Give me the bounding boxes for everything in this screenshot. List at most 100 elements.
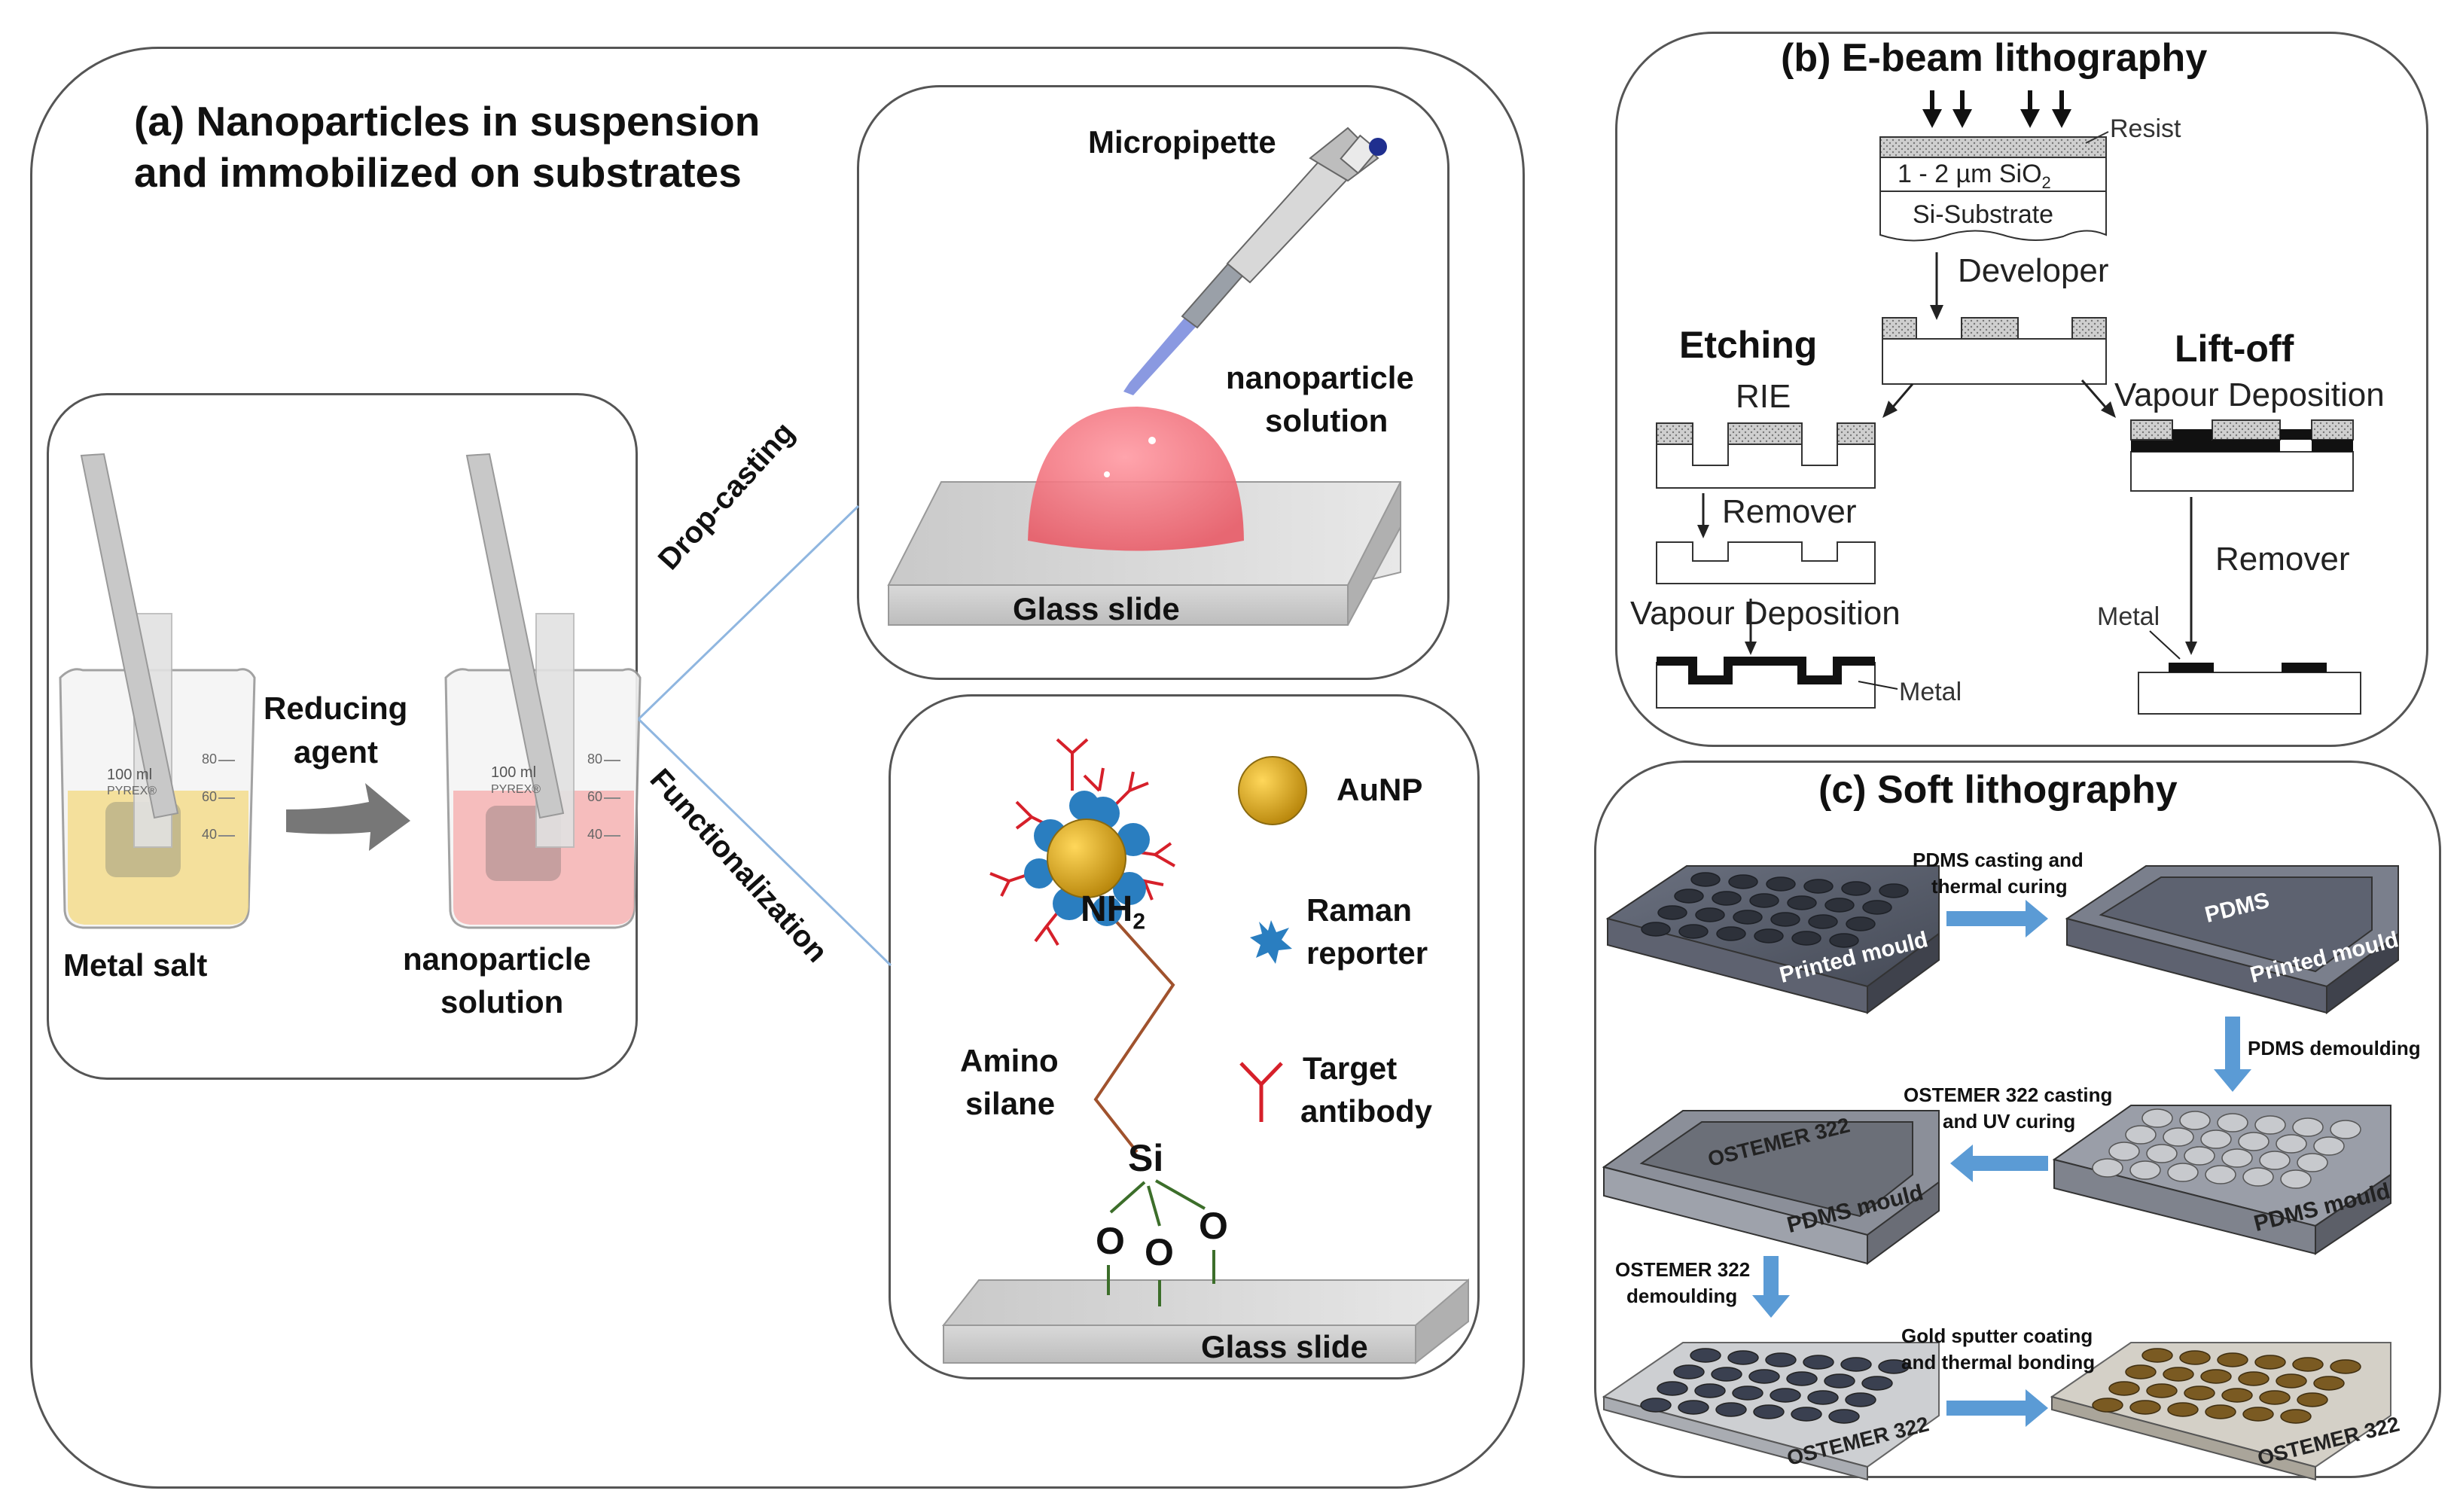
process-arrows xyxy=(1752,900,2251,1427)
mould-feature xyxy=(2125,1125,2157,1145)
mould-feature xyxy=(1753,1404,1785,1419)
mould-feature xyxy=(2238,1371,2269,1386)
mould-feature xyxy=(2280,1169,2312,1189)
mould-feature xyxy=(2141,1108,2173,1128)
mould-feature xyxy=(1733,910,1763,925)
oxygen-label-1: O xyxy=(1096,1220,1125,1262)
mould-feature xyxy=(2297,1392,2328,1407)
mould-feature xyxy=(2179,1350,2211,1365)
amino-silane-linker xyxy=(1093,910,1175,1154)
beaker-mark-60-2: 60 xyxy=(587,789,603,804)
mould-feature xyxy=(2217,1113,2248,1132)
mould-feature xyxy=(1732,1385,1763,1401)
beaker-mark-60-1: 60 xyxy=(202,789,218,804)
mould-feature xyxy=(2221,1388,2253,1403)
reducing-agent-label-2: agent xyxy=(294,734,379,770)
metal-salt-label: Metal salt xyxy=(63,947,208,983)
nanoparticle-drop xyxy=(1028,407,1244,551)
mould-feature xyxy=(2125,1364,2157,1379)
legend-antibody-icon xyxy=(1239,1062,1283,1122)
developer-label: Developer xyxy=(1958,252,2109,289)
mould-feature xyxy=(1695,907,1725,922)
legend-aunp-icon xyxy=(1238,756,1307,825)
gold-nanoparticle xyxy=(1047,818,1126,898)
beaker-brand-1: PYREX® xyxy=(107,785,157,797)
step1-label-2: thermal curing xyxy=(1931,875,2068,898)
mould-feature xyxy=(1840,1357,1872,1372)
liftoff-final-substrate xyxy=(2138,663,2361,715)
metal-salt-beaker xyxy=(59,453,256,929)
mould-feature xyxy=(2167,1402,2199,1417)
mould-hole-patterns xyxy=(1640,872,2361,1424)
panel-b-title: (b) E-beam lithography xyxy=(1781,36,2208,80)
mould-feature xyxy=(2184,1146,2215,1166)
mould-feature xyxy=(2313,1136,2345,1156)
mould-feature xyxy=(2280,1409,2312,1424)
drop-np-label-2: solution xyxy=(1265,403,1389,438)
mould-feature xyxy=(1641,922,1671,937)
mould-feature xyxy=(1712,891,1742,906)
mould-feature xyxy=(1770,912,1800,927)
mould-feature xyxy=(1694,1383,1726,1398)
mould-feature xyxy=(1728,874,1758,889)
micropipette-icon xyxy=(1123,127,1387,395)
mould-feature xyxy=(2205,1165,2236,1184)
drop-casting-branch-line xyxy=(637,505,860,721)
metal-coated-substrate xyxy=(1656,657,1876,709)
glass-slide-top-label: Glass slide xyxy=(1013,591,1180,626)
mould-feature xyxy=(1803,879,1834,894)
mould-feature xyxy=(1727,1350,1759,1365)
amino-silane-label-2: silane xyxy=(965,1086,1056,1121)
mould-feature xyxy=(2200,1369,2232,1384)
mould-feature xyxy=(1791,931,1821,946)
mould-feature xyxy=(2129,1160,2161,1180)
mould-feature xyxy=(2146,1383,2178,1398)
legend-target-label-1: Target xyxy=(1303,1050,1398,1086)
mould-feature xyxy=(2200,1129,2232,1149)
glass-slide-bottom xyxy=(941,1278,1469,1365)
beaker-mark-80-2: 80 xyxy=(587,751,603,767)
mould-feature xyxy=(1791,1407,1822,1422)
resist-label: Resist xyxy=(2110,114,2181,143)
liftoff-deposited-substrate xyxy=(2130,419,2354,492)
mould-feature xyxy=(1678,924,1709,939)
panel-a-title-line2: and immobilized on substrates xyxy=(134,149,742,196)
mould-feature xyxy=(1690,872,1721,887)
mould-feature xyxy=(1716,926,1746,941)
legend-aunp-label: AuNP xyxy=(1337,772,1423,807)
developed-substrate xyxy=(1882,317,2107,385)
beaker-brand-2: PYREX® xyxy=(491,783,541,796)
amino-silane-label-1: Amino xyxy=(960,1043,1059,1078)
metal-left-label: Metal xyxy=(1899,678,1962,706)
mould-feature xyxy=(1678,1400,1709,1415)
mould-feature xyxy=(1878,1359,1910,1374)
legend-raman-icon xyxy=(1250,920,1292,964)
mould-feature xyxy=(1657,1381,1688,1396)
mould-feature xyxy=(1808,914,1838,929)
nanoparticle-beaker xyxy=(444,453,642,929)
si-label: Si xyxy=(1128,1137,1164,1179)
mould-feature xyxy=(2259,1390,2291,1405)
e-beam-arrows xyxy=(1922,90,2071,128)
step4-label-2: demoulding xyxy=(1626,1285,1738,1307)
oxygen-bonds xyxy=(1107,1179,1215,1306)
resist-stack xyxy=(1879,131,2109,242)
mould-feature xyxy=(1828,1409,1860,1424)
mould-feature xyxy=(1824,898,1855,913)
mould-feature xyxy=(2242,1407,2274,1422)
reducing-agent-arrow xyxy=(286,783,410,851)
mould-feature xyxy=(1862,900,1892,915)
mould-feature xyxy=(1749,893,1779,908)
legend-raman-label-1: Raman xyxy=(1306,892,1413,928)
mould-feature xyxy=(1803,1355,1834,1370)
mould-feature xyxy=(1841,881,1871,896)
mould-feature xyxy=(1766,876,1796,892)
mould-feature xyxy=(2221,1148,2253,1168)
beaker-volume-2: 100 ml xyxy=(491,764,537,781)
mould-feature xyxy=(2141,1348,2173,1363)
vapour-right-label: Vapour Deposition xyxy=(2114,376,2385,413)
mould-feature xyxy=(1765,1352,1797,1367)
step5-label-2: and thermal bonding xyxy=(1901,1351,2096,1373)
